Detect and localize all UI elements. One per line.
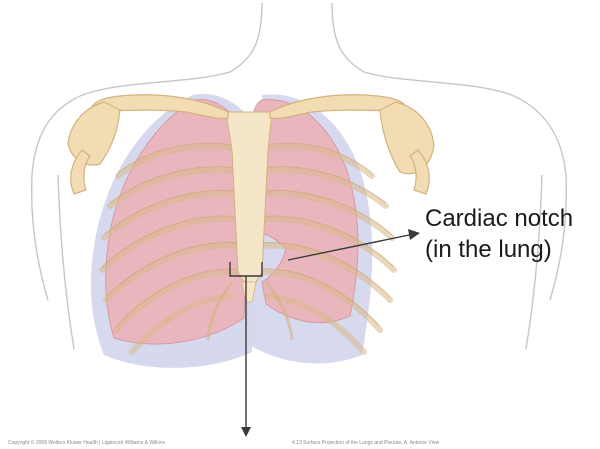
annotation-line-2: (in the lung) (425, 234, 573, 265)
cardiac-notch-annotation: Cardiac notch (in the lung) (425, 203, 573, 265)
vertical-pointer-arrowhead (241, 427, 251, 437)
callout-arrowhead (408, 229, 420, 240)
figure-credit: 4.13 Surface Projection of the Lungs and… (292, 440, 439, 446)
copyright-credit: Copyright © 2008 Wolters Kluwer Health |… (8, 440, 165, 446)
annotation-line-1: Cardiac notch (425, 203, 573, 234)
